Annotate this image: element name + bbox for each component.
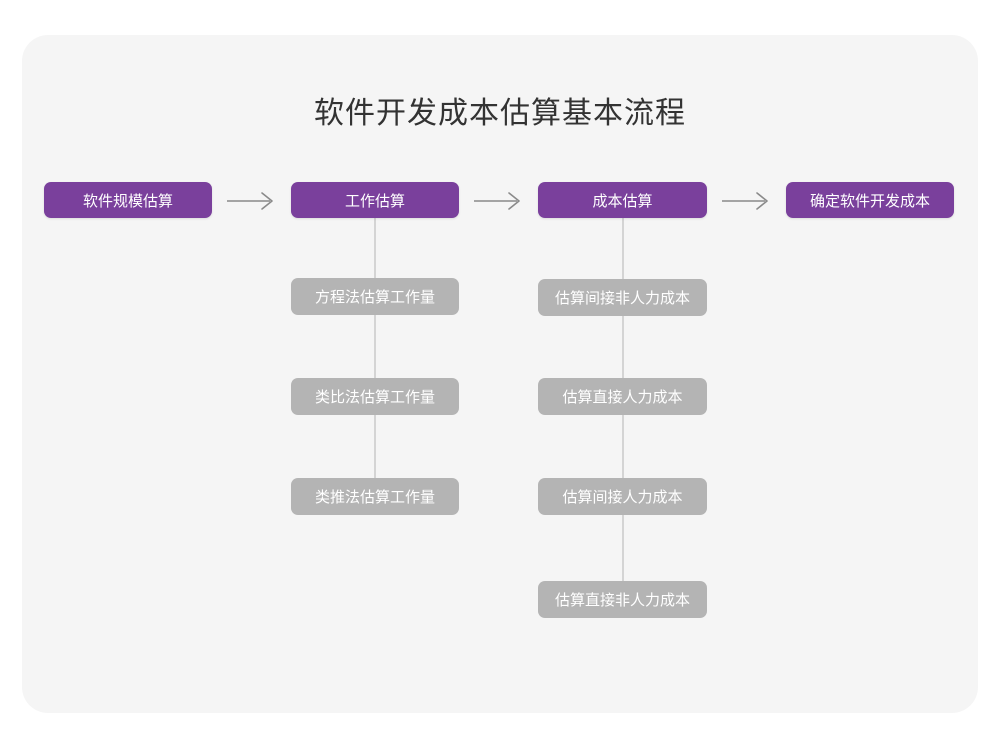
page-title: 软件开发成本估算基本流程 — [314, 97, 686, 130]
branch-connector-effort — [374, 218, 376, 480]
branch-node-effort-equation-method[interactable]: 方程法估算工作量 — [291, 278, 459, 315]
branch-node-indirect-labor-cost[interactable]: 估算间接人力成本 — [538, 478, 707, 515]
flow-node-cost-estimation[interactable]: 成本估算 — [538, 182, 707, 218]
branch-node-effort-inference-method[interactable]: 类推法估算工作量 — [291, 478, 459, 515]
branch-node-indirect-nonlabor-cost[interactable]: 估算间接非人力成本 — [538, 279, 707, 316]
branch-node-direct-nonlabor-cost[interactable]: 估算直接非人力成本 — [538, 581, 707, 618]
arrow-right-icon-2 — [473, 190, 525, 212]
arrow-right-icon-3 — [721, 190, 773, 212]
branch-node-effort-analogy-method[interactable]: 类比法估算工作量 — [291, 378, 459, 415]
flow-node-determine-development-cost[interactable]: 确定软件开发成本 — [786, 182, 954, 218]
arrow-right-icon-1 — [226, 190, 278, 212]
branch-node-direct-labor-cost[interactable]: 估算直接人力成本 — [538, 378, 707, 415]
diagram-card — [22, 35, 978, 713]
flow-node-effort-estimation[interactable]: 工作估算 — [291, 182, 459, 218]
flow-node-software-scale-estimation[interactable]: 软件规模估算 — [44, 182, 212, 218]
